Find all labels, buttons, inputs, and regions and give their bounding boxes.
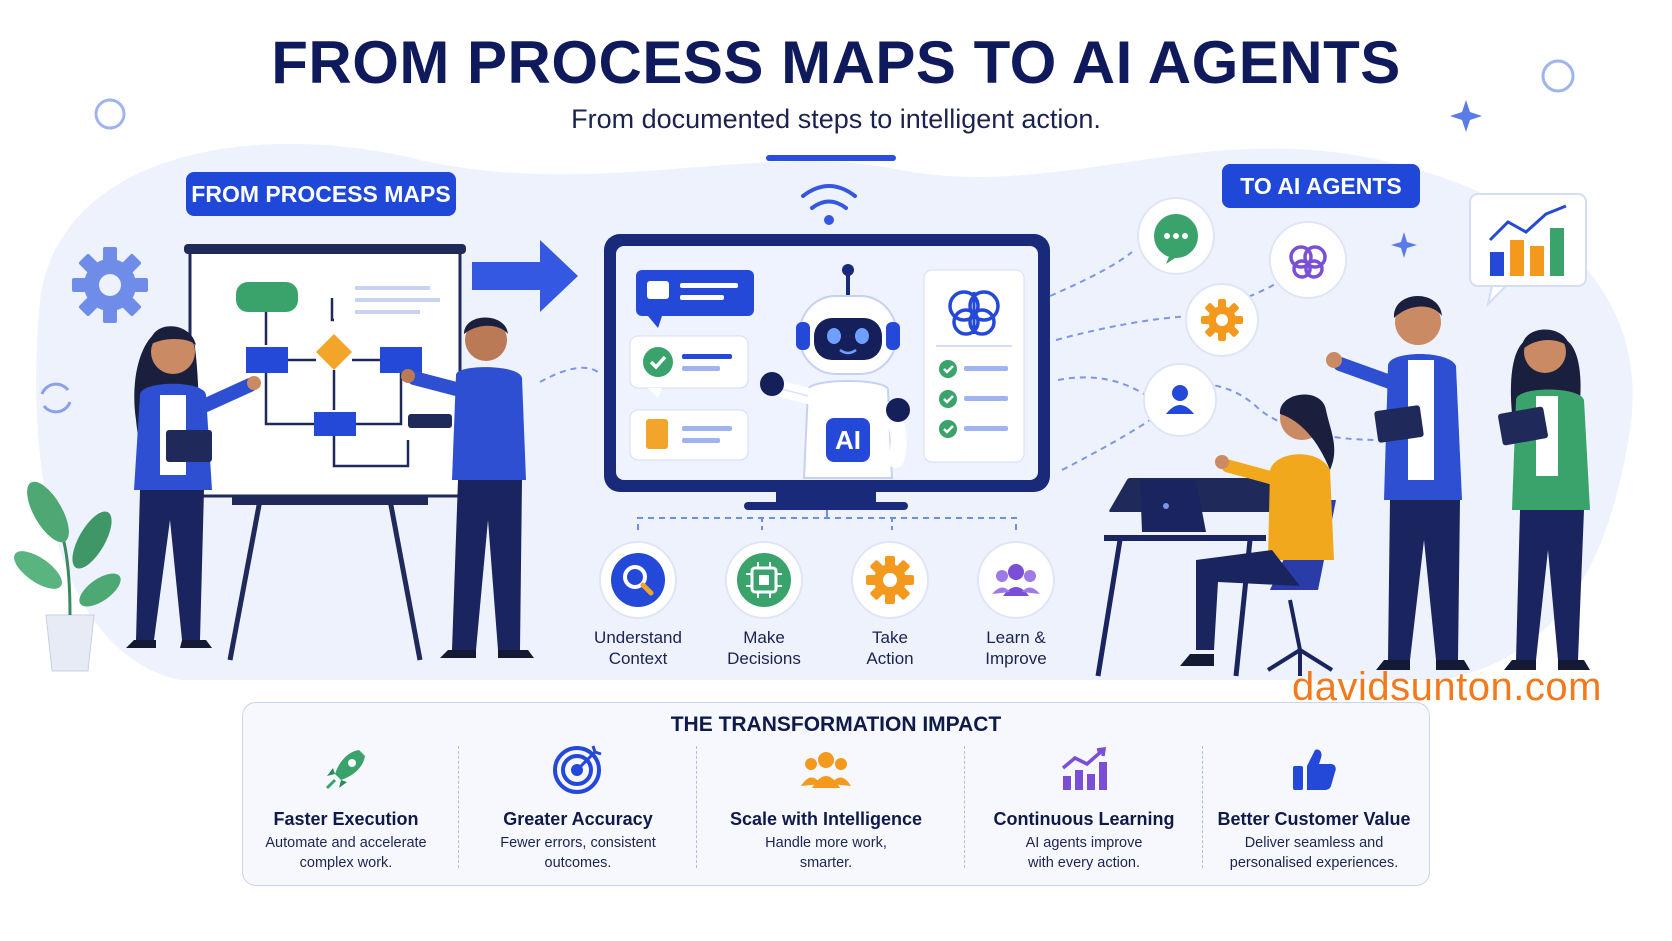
gear-icon — [72, 247, 148, 323]
impact-divider — [964, 746, 965, 868]
capability-label-line: Action — [866, 649, 914, 668]
sparkle-icon — [1391, 232, 1417, 258]
impact-description-line: Fewer errors, consistent — [500, 835, 656, 851]
impact-description-line: smarter. — [799, 855, 853, 871]
chip-icon — [725, 541, 803, 619]
capability-take-action: Take Action — [825, 627, 955, 669]
target-icon — [553, 745, 602, 794]
brain-icon — [1269, 221, 1347, 299]
impact-divider — [458, 746, 459, 868]
people-icon — [801, 752, 851, 788]
impact-description: Fewer errors, consistent outcomes. — [462, 833, 694, 873]
man-with-tablet-illustration — [1326, 295, 1470, 670]
capability-label-line: Learn & — [986, 628, 1046, 647]
impact-description: Handle more work, smarter. — [710, 833, 942, 873]
title-divider — [766, 155, 896, 161]
gear-icon — [1185, 283, 1259, 357]
capability-learn-improve: Learn & Improve — [951, 627, 1081, 669]
capability-label-line: Decisions — [727, 649, 801, 668]
deco-circle — [1541, 59, 1575, 93]
impact-panel — [242, 702, 1430, 886]
to-ai-agents-label: TO AI AGENTS — [1222, 164, 1420, 208]
user-icon — [1143, 363, 1217, 437]
impact-description-line: Handle more work, — [765, 835, 887, 851]
capability-label-line: Improve — [985, 649, 1047, 668]
impact-description: AI agents improve with every action. — [968, 833, 1200, 873]
presenter-woman-illustration — [126, 326, 261, 648]
ai-badge: AI — [835, 425, 861, 455]
impact-item-greater-accuracy: Greater Accuracy Fewer errors, consisten… — [462, 742, 694, 873]
impact-heading: Better Customer Value — [1217, 809, 1411, 829]
impact-title: THE TRANSFORMATION IMPACT — [670, 713, 1002, 736]
brain-icon — [948, 290, 1000, 336]
impact-heading: Greater Accuracy — [503, 809, 653, 829]
impact-description-line: with every action. — [1027, 855, 1141, 871]
capability-understand-context: Understand Context — [573, 627, 703, 669]
capability-label-line: Context — [608, 649, 668, 668]
impact-divider — [1202, 746, 1203, 868]
capability-label-line: Make — [743, 628, 785, 647]
refresh-icon — [40, 382, 72, 414]
impact-item-better-customer-value: Better Customer Value Deliver seamless a… — [1194, 742, 1434, 873]
impact-item-continuous-learning: Continuous Learning AI agents improve wi… — [968, 742, 1200, 873]
magnifier-icon — [599, 541, 677, 619]
capability-label-line: Understand — [594, 628, 682, 647]
plant-illustration — [14, 481, 121, 672]
capability-make-decisions: Make Decisions — [699, 627, 829, 669]
impact-description-line: complex work. — [299, 855, 393, 871]
impact-heading: Continuous Learning — [993, 809, 1175, 829]
ai-monitor — [604, 234, 1050, 510]
impact-description: Deliver seamless and personalised experi… — [1194, 833, 1434, 873]
process-map-board — [184, 244, 466, 661]
checklist — [939, 360, 1008, 438]
from-process-maps-label: FROM PROCESS MAPS — [186, 172, 456, 216]
impact-description: Automate and accelerate complex work. — [230, 833, 462, 873]
robot-illustration — [760, 264, 910, 479]
woman-at-desk-illustration — [1095, 394, 1336, 677]
page-subtitle: From documented steps to intelligent act… — [571, 104, 1101, 134]
woman-with-tablet-illustration — [1498, 329, 1590, 670]
presenter-man-illustration — [401, 317, 534, 658]
arrow-right-icon — [472, 240, 578, 312]
impact-description-line: outcomes. — [544, 855, 612, 871]
impact-item-faster-execution: Faster Execution Automate and accelerate… — [230, 742, 462, 873]
rocket-icon — [325, 750, 365, 790]
impact-heading: Scale with Intelligence — [729, 809, 923, 829]
chat-icon — [1137, 197, 1215, 275]
wifi-icon — [801, 184, 857, 225]
impact-description-line: Deliver seamless and — [1244, 835, 1384, 851]
impact-description-line: Automate and accelerate — [265, 835, 427, 851]
impact-heading: Faster Execution — [273, 809, 419, 829]
page-title: FROM PROCESS MAPS TO AI AGENTS — [271, 29, 1401, 96]
deco-circle — [94, 98, 126, 130]
impact-item-scale-with-intelligence: Scale with Intelligence Handle more work… — [710, 742, 942, 873]
sparkle-icon — [1450, 100, 1482, 132]
brand-watermark: davidsunton.com — [1292, 665, 1602, 709]
thumbs-up-icon — [1293, 749, 1336, 790]
capability-label-line: Take — [872, 628, 908, 647]
growth-chart-icon — [1061, 746, 1107, 790]
impact-description-line: AI agents improve — [1025, 835, 1143, 851]
impact-divider — [696, 746, 697, 868]
team-icon — [977, 541, 1055, 619]
gear-icon — [851, 541, 929, 619]
impact-description-line: personalised experiences. — [1229, 855, 1399, 871]
growth-chart-icon — [1469, 193, 1587, 308]
